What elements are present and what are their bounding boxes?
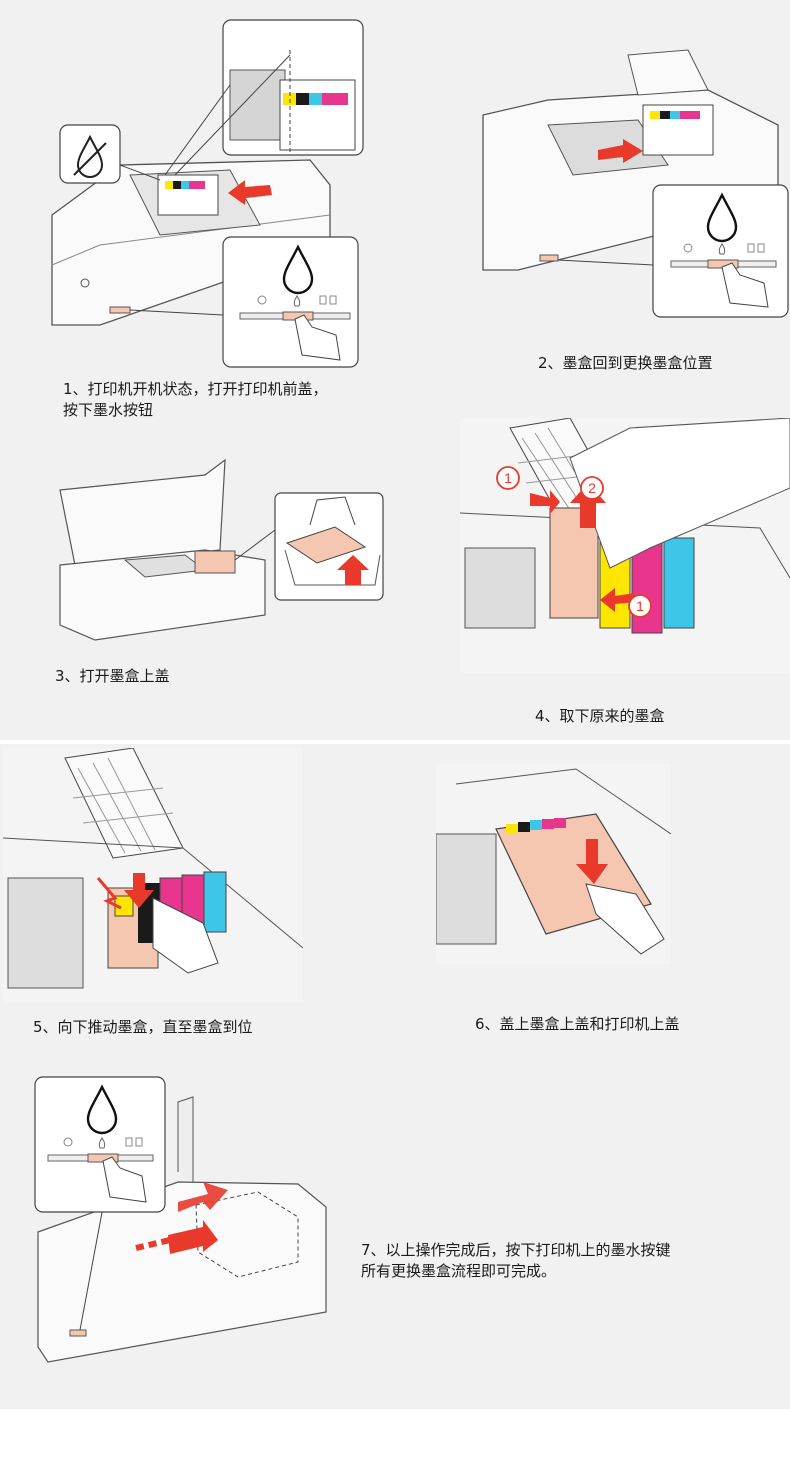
step2-caption: 2、墨盒回到更换墨盒位置 [538,353,713,374]
badge-two: 2 [588,480,596,496]
step7-illustration [28,1072,333,1377]
step1-caption-line1: 1、打印机开机状态，打开打印机前盖， [63,380,328,398]
badge-one: 1 [504,470,512,486]
step1-caption-line2: 按下墨水按钮 [63,401,154,419]
step2-illustration [478,45,790,325]
step5-illustration [3,748,303,1003]
step6-caption-line1: 6、盖上墨盒上盖和打印机上盖 [475,1015,680,1033]
step5-caption: 5、向下推动墨盒，直至墨盒到位 [33,1017,253,1038]
step4-illustration: 1 2 1 [460,418,790,673]
power-icon [257,295,267,305]
finger-press-icon [309,496,356,526]
power-icon [683,243,693,253]
step7-caption: 7、以上操作完成后，按下打印机上的墨水按键 所有更换墨盒流程即可完成。 [361,1240,671,1282]
finger-press-icon [294,314,341,361]
ink-drop-icon [706,192,738,243]
step6-illustration [436,764,671,964]
paper-icon [319,295,327,305]
red-arrow-icon [168,1220,218,1254]
ink-drop-icon [86,1084,118,1135]
ink-drop-icon [282,244,314,295]
red-arrow-icon [337,555,369,585]
step1-illustration [40,15,370,370]
red-arrow-icon [598,139,643,163]
step2-caption-line1: 2、墨盒回到更换墨盒位置 [538,354,713,372]
badge-one: 1 [636,598,644,614]
step4-caption: 4、取下原来的墨盒 [535,706,665,727]
red-arrow-icon [124,873,154,908]
step3-illustration [55,455,385,650]
step1-caption: 1、打印机开机状态，打开打印机前盖， 按下墨水按钮 [63,379,328,421]
step7-caption-line1: 7、以上操作完成后，按下打印机上的墨水按键 [361,1241,671,1259]
red-arrow-icon [576,839,608,884]
finger-press-icon [721,262,769,308]
step5-caption-line1: 5、向下推动墨盒，直至墨盒到位 [33,1018,253,1036]
step4-caption-line1: 4、取下原来的墨盒 [535,707,665,725]
power-icon [63,1137,73,1147]
finger-press-icon [102,1156,147,1203]
trash-icon [757,243,765,253]
finger-press-icon [585,883,665,955]
trash-icon [329,295,337,305]
step6-caption: 6、盖上墨盒上盖和打印机上盖 [475,1014,680,1035]
step7-caption-line2: 所有更换墨盒流程即可完成。 [361,1262,557,1280]
paper-icon [747,243,755,253]
step3-caption-line1: 3、打开墨盒上盖 [55,667,170,685]
finger-press-icon [152,897,219,974]
paper-icon [125,1137,133,1147]
red-arrow-icon [228,180,272,205]
step3-caption: 3、打开墨盒上盖 [55,666,170,687]
trash-icon [135,1137,143,1147]
no-ink-icon [59,124,121,184]
